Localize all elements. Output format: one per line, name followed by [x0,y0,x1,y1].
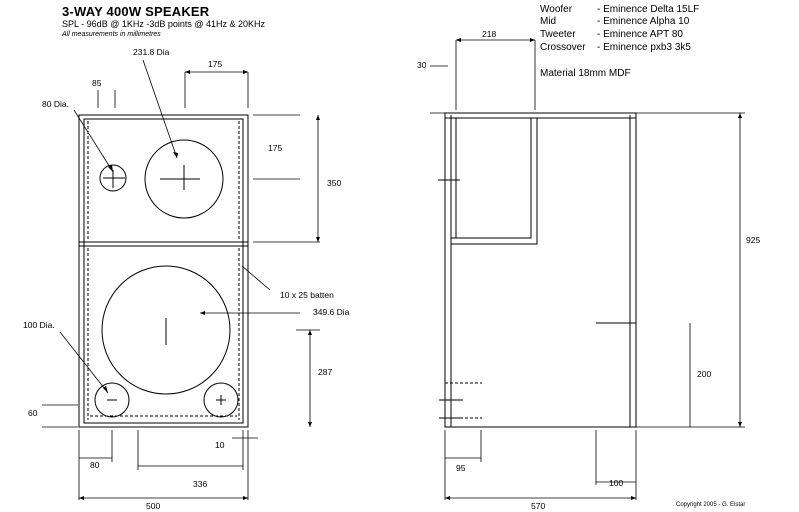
mid-diameter-label: 231.8 Dia [133,47,170,57]
side-dim-218: 218 [482,29,497,39]
side-dim-925: 925 [746,235,761,245]
spec-woofer-label: Woofer [540,4,573,15]
spec-mid-label: Mid [540,16,557,27]
front-dim-336: 336 [193,479,208,489]
spec-crossover-value: - Eminence pxb3 3k5 [597,42,691,53]
spec-mid-value: - Eminence Alpha 10 [597,16,690,27]
front-dim-287: 287 [318,367,333,377]
spec-tweeter-label: Tweeter [540,29,576,40]
mid-driver-cutout [144,139,224,219]
batten-label: 10 x 25 batten [280,290,334,300]
side-dim-95: 95 [456,463,466,473]
side-dim-30: 30 [417,60,427,70]
front-dim-175-right: 175 [268,143,283,153]
measurement-note: All measurements in millimetres [62,31,161,38]
port-left-cutout [94,382,130,418]
side-dim-570: 570 [531,501,546,511]
spec-woofer-value: - Eminence Delta 15LF [597,4,700,15]
tweeter-cutout [99,164,127,192]
front-view-cabinet [78,114,249,428]
spec-tweeter-value: - Eminence APT 80 [597,29,683,40]
arrowheads [79,38,742,500]
front-dim-60: 60 [28,408,38,418]
copyright-notice: Copyright 2005 - G. Elstar [676,502,746,508]
drawing-subtitle: SPL - 96dB @ 1KHz -3dB points @ 41Hz & 2… [62,19,266,29]
woofer-cutout [101,265,231,395]
front-dim-80: 80 [90,460,100,470]
front-dim-10: 10 [215,440,225,450]
spec-crossover-label: Crossover [540,42,586,53]
port-right-cutout [203,382,239,418]
tweeter-diameter-label: 80 Dia. [42,99,69,109]
port-diameter-label: 100 Dia. [23,320,55,330]
side-dim-100: 100 [609,478,624,488]
woofer-diameter-label: 349.6 Dia [313,307,350,317]
front-dim-175-top: 175 [208,59,223,69]
front-dimension-lines [42,71,320,500]
side-view-port-tubes [445,382,482,419]
material-note: Material 18mm MDF [540,68,631,79]
side-view-cabinet [438,112,637,428]
side-dimension-lines [430,39,745,500]
front-leader-lines [59,59,300,394]
side-dim-200: 200 [697,369,712,379]
front-dim-350: 350 [327,178,342,188]
front-dim-85: 85 [92,78,102,88]
drawing-title: 3-WAY 400W SPEAKER [62,4,210,19]
front-dim-500: 500 [146,501,161,511]
